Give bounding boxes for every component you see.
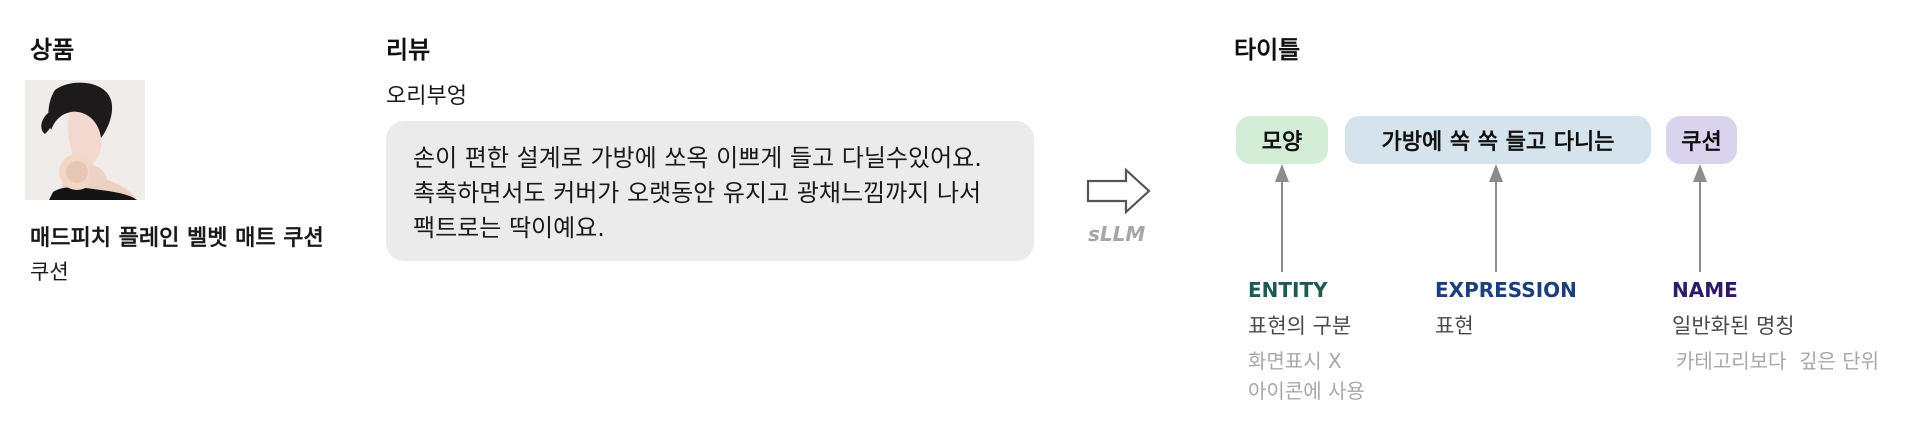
entity-note-1: 화면표시 X: [1248, 349, 1342, 373]
name-tag: 쿠션: [1666, 116, 1737, 164]
entity-pointer-arrow-icon: [1275, 164, 1289, 272]
name-note: 카테고리보다 깊은 단위: [1676, 349, 1880, 373]
review-section-title: 리뷰: [386, 36, 431, 64]
product-photo-icon: [25, 80, 145, 200]
entity-notes: 화면표시 X 아이콘에 사용: [1248, 346, 1365, 406]
expression-description: 표현: [1435, 314, 1474, 338]
expression-tag: 가방에 쏙 쏙 들고 다니는: [1345, 116, 1651, 164]
right-arrow-icon: [1086, 167, 1151, 215]
entity-description: 표현의 구분: [1248, 314, 1352, 338]
name-type-label: NAME: [1672, 278, 1738, 302]
review-text: 손이 편한 설계로 가방에 쏘옥 이쁘게 들고 다닐수있어요. 촉촉하면서도 커…: [413, 144, 982, 242]
expression-pointer-arrow-icon: [1489, 164, 1503, 272]
name-description: 일반화된 명칭: [1672, 314, 1795, 338]
sllm-label: sLLM: [1088, 222, 1146, 246]
entity-tag: 모양: [1236, 116, 1328, 164]
product-category: 쿠션: [30, 260, 69, 284]
product-image: [25, 80, 145, 200]
product-name: 매드피치 플레인 벨벳 매트 쿠션: [30, 226, 324, 251]
review-bubble: 손이 편한 설계로 가방에 쏘옥 이쁘게 들고 다닐수있어요. 촉촉하면서도 커…: [386, 121, 1034, 261]
review-author: 오리부엉: [386, 84, 467, 109]
title-section-title: 타이틀: [1234, 36, 1301, 64]
entity-note-2: 아이콘에 사용: [1248, 379, 1365, 403]
name-pointer-arrow-icon: [1693, 164, 1707, 272]
entity-type-label: ENTITY: [1248, 278, 1328, 302]
product-section-title: 상품: [30, 36, 75, 64]
expression-type-label: EXPRESSION: [1435, 278, 1577, 302]
